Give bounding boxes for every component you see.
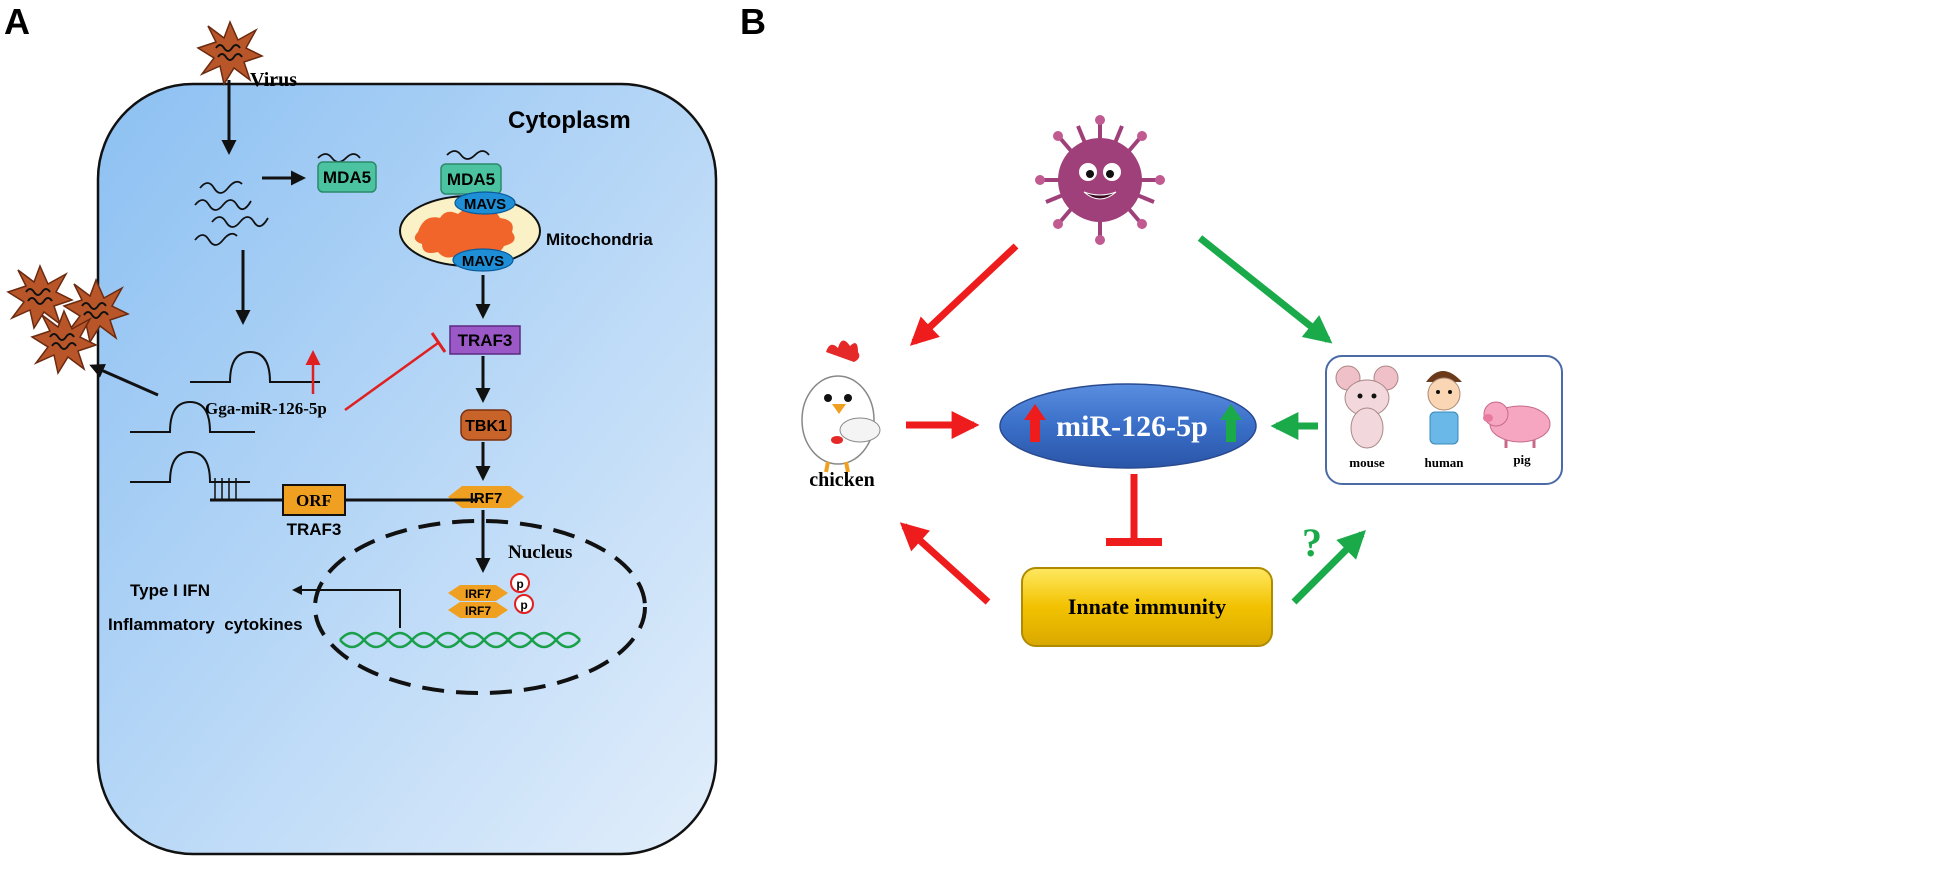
- up-arrow-red-icon: [1024, 404, 1046, 442]
- tbk1-box: [460, 409, 512, 441]
- irf7-dimer-top-shape: [448, 585, 508, 601]
- transcription-arrow: [292, 585, 401, 628]
- mda5-left-box: [317, 161, 377, 193]
- mda5-right-rna-icon: [446, 150, 490, 160]
- mda5-right-label: MDA5: [447, 170, 495, 189]
- traf3-gene-binding-icon: [214, 478, 237, 500]
- phospho-bottom-icon: [514, 594, 534, 614]
- irf7-label: IRF7: [470, 490, 503, 507]
- irf7-dimer-top-label: IRF7: [465, 587, 491, 601]
- chicken-icon: [801, 340, 881, 473]
- innate-immunity-box: [1021, 567, 1273, 647]
- mitochondria-cristae: [414, 208, 515, 258]
- irf7-dimer-bottom-shape: [448, 602, 508, 618]
- panel-a-letter: A: [4, 1, 30, 42]
- innate-to-mammals-arrow: [1291, 530, 1366, 605]
- human-label: human: [1424, 455, 1464, 470]
- cytoplasm-label: Cytoplasm: [508, 107, 631, 134]
- traf3-gene-label: TRAF3: [287, 520, 342, 539]
- mirna-hairpin-icon: [130, 350, 320, 483]
- mavs-top-shape: [454, 191, 516, 215]
- mitochondria-label: Mitochondria: [546, 230, 653, 249]
- chicken-label: chicken: [809, 469, 875, 491]
- virus-label: Virus: [250, 69, 297, 91]
- mavs-bottom-label: MAVS: [462, 253, 504, 270]
- human-icon: [1426, 371, 1462, 445]
- mouse-label: mouse: [1349, 455, 1385, 470]
- mavs-top-label: MAVS: [464, 196, 506, 213]
- mouse-icon: [1335, 365, 1399, 449]
- dna-icon: [339, 631, 581, 649]
- panel-b-letter: B: [740, 1, 766, 42]
- orf-label: ORF: [296, 491, 332, 510]
- phospho-top-icon: [510, 573, 530, 593]
- traf3-label: TRAF3: [458, 331, 513, 350]
- nucleus-outline: [313, 519, 647, 695]
- type1-ifn-label: Type I IFN: [130, 581, 210, 600]
- pig-icon: [1483, 401, 1551, 448]
- released-virus-icon-3: [31, 310, 97, 374]
- mirna-ellipse: [999, 383, 1257, 469]
- mirna-inhibit-traf3-line: [344, 341, 439, 412]
- tbk1-label: TBK1: [465, 418, 507, 435]
- nucleus-label: Nucleus: [508, 542, 572, 563]
- question-mark: ?: [1302, 520, 1322, 565]
- pig-label: pig: [1513, 452, 1531, 467]
- cytoplasm-cell: [96, 82, 718, 856]
- virus-to-mammals-arrow: [1197, 235, 1333, 344]
- up-arrow-green-icon: [1220, 404, 1242, 442]
- viral-rna-icon: [194, 180, 269, 246]
- traf3-box: [449, 325, 521, 355]
- mirna-label: Gga-miR-126-5p: [205, 399, 327, 418]
- mirna-inhibit-traf3-bar: [430, 332, 447, 353]
- virus-to-chicken-arrow: [909, 243, 1019, 346]
- orf-box: [282, 484, 346, 516]
- virus-icon: [1035, 115, 1165, 245]
- irf7-shape: [448, 486, 524, 508]
- innate-to-chicken-arrow: [899, 522, 991, 605]
- cytokines-label: Inflammatory cytokines: [108, 615, 303, 634]
- phospho-top-label: p: [516, 577, 523, 591]
- mavs-bottom-shape: [452, 248, 514, 272]
- innate-immunity-label: Innate immunity: [1068, 594, 1226, 619]
- virus-release-arrow: [89, 363, 159, 397]
- phospho-bottom-label: p: [520, 598, 527, 612]
- mda5-left-label: MDA5: [323, 168, 371, 187]
- irf7-dimer-bottom-label: IRF7: [465, 604, 491, 618]
- mirna-ellipse-label: miR-126-5p: [1056, 410, 1208, 443]
